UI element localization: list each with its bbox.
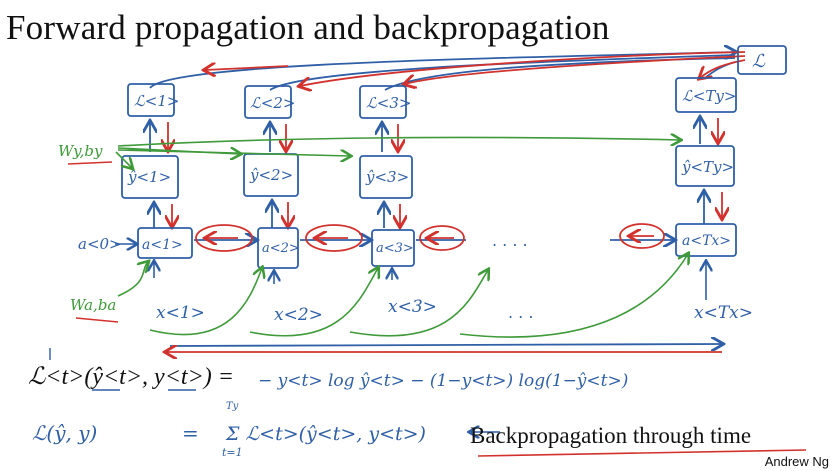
total-loss-label: ℒ (752, 51, 766, 72)
total-loss-box (737, 45, 787, 75)
yhat-boxes (121, 145, 735, 199)
author-credit: Andrew Ng (764, 454, 829, 469)
a-yhat-arrows (154, 192, 722, 228)
loss-box-3 (359, 85, 407, 119)
time-arrows (166, 344, 722, 352)
loss-label-3: ℒ<3> (366, 94, 411, 112)
x-label-tx: x<Tx> (694, 303, 753, 323)
wa-label: Wa,ba (70, 296, 116, 314)
yhat-label-2: ŷ<2> (249, 166, 293, 184)
loss-label-1: ℒ<1> (134, 92, 179, 110)
sum-top: Ty (226, 401, 239, 412)
a-box-2 (257, 227, 299, 269)
sum-rhs: Σ ℒ<t>(ŷ<t>, y<t>) (225, 423, 426, 445)
bptt-label: Backpropagation through time (470, 423, 752, 448)
slide-title: Forward propagation and backpropagation (6, 8, 610, 47)
backprop-oval-2 (305, 224, 363, 252)
x-label-2: x<2> (274, 305, 323, 325)
x-label-3: x<3> (388, 297, 437, 317)
loss-rhs: − y<t> log ŷ<t> − (1−y<t>) log(1−ŷ<t>) (258, 371, 628, 391)
x-a-arrows (154, 262, 706, 300)
activation-boxes (137, 223, 737, 269)
a-label-1: a<1> (142, 237, 183, 253)
activation-links (194, 223, 674, 252)
loss-box-ty (675, 77, 737, 113)
a-label-3: a<3> (376, 241, 414, 256)
wy-label: Wy,by (58, 142, 103, 160)
yhat-box-3 (359, 155, 413, 199)
sum-lhs: ℒ(ŷ, y) (32, 421, 97, 445)
backprop-oval-3 (419, 225, 465, 251)
dots-mid: . . . . (492, 231, 528, 250)
yhat-loss-arrows (150, 118, 718, 152)
wy-arrows (115, 138, 680, 168)
loss-to-total-arrows (149, 52, 735, 91)
dots-low: . . . (508, 303, 533, 322)
a-label-tx: a<Tx> (682, 233, 731, 249)
yhat-box-ty (675, 145, 735, 187)
yhat-label-3: ŷ<3> (365, 168, 409, 186)
x-label-1: x<1> (156, 303, 205, 323)
loss-box-1 (127, 83, 175, 117)
loss-formula: ℒ<t>(ŷ<t>, y<t>) = (28, 364, 234, 390)
loss-boxes (127, 77, 737, 119)
backprop-oval-4 (619, 223, 665, 249)
yhat-label-ty: ŷ<Ty> (681, 158, 734, 176)
wa-arrows (117, 254, 688, 338)
loss-box-2 (244, 85, 292, 119)
sum-bottom: t=1 (222, 446, 243, 459)
yhat-label-1: ŷ<1> (127, 168, 171, 186)
a-label-2: a<2> (262, 241, 300, 256)
a-box-3 (371, 229, 415, 267)
loss-label-ty: ℒ<Ty> (682, 87, 736, 105)
total-to-loss-arrows (205, 51, 746, 86)
a0-label: a<0> (78, 235, 122, 253)
yhat-box-1 (121, 155, 179, 199)
backprop-oval-1 (195, 224, 253, 252)
sum-eq: = (182, 421, 199, 445)
loss-label-2: ℒ<2> (250, 94, 295, 112)
